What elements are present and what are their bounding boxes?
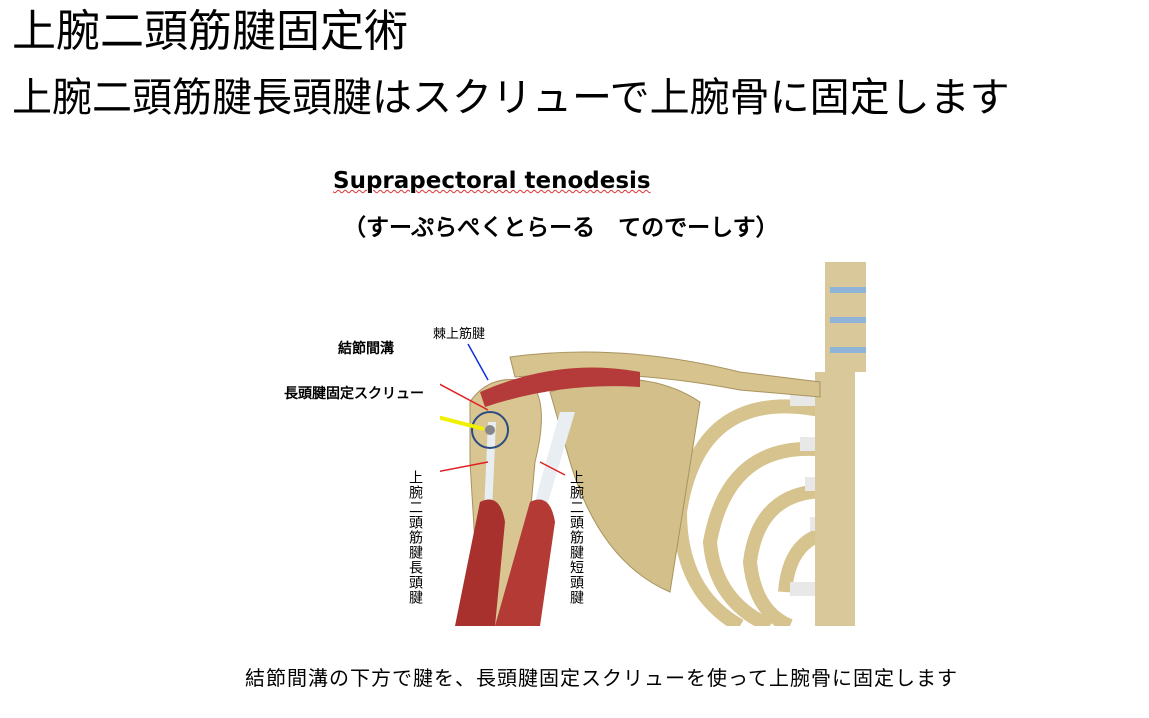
label-bicipital-groove: 結節間溝 — [338, 341, 394, 357]
procedure-english: Suprapectoral tenodesis — [333, 168, 651, 194]
procedure-kana: （すーぷらぺくとらーる てのでーしす） — [343, 215, 779, 241]
shoulder-anatomy-illustration — [440, 262, 866, 626]
label-long-head-tendon: 上腕二頭筋腱長頭腱 — [407, 470, 423, 605]
label-short-head-tendon: 上腕二頭筋腱短頭腱 — [568, 470, 584, 605]
slide-title: 上腕二頭筋腱固定術 — [12, 6, 408, 57]
slide-subtitle: 上腕二頭筋腱長頭腱はスクリューで上腕骨に固定します — [12, 75, 1010, 121]
caption: 結節間溝の下方で腱を、長頭腱固定スクリューを使って上腕骨に固定します — [245, 666, 958, 690]
label-tenodesis-screw: 長頭腱固定スクリュー — [284, 386, 424, 402]
label-supraspinatus-tendon: 棘上筋腱 — [433, 327, 486, 342]
